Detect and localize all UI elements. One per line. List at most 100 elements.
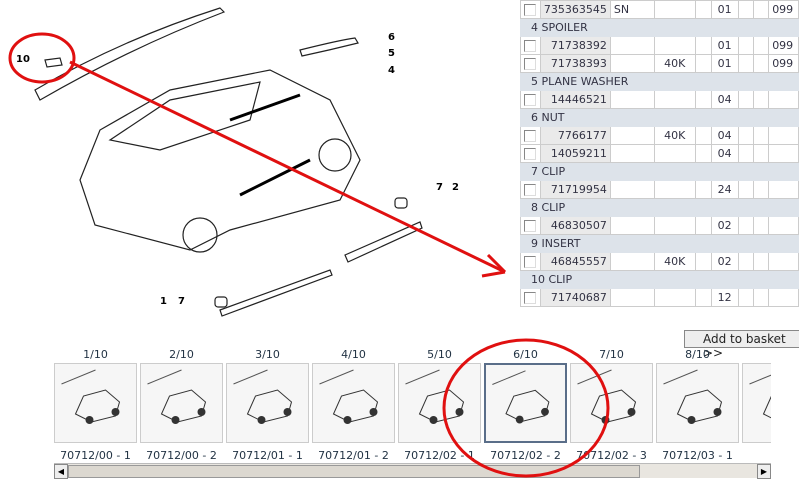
thumbnail-image[interactable] (742, 363, 771, 443)
thumbnail-image[interactable] (312, 363, 395, 443)
part-qty: 12 (710, 288, 739, 307)
empty-cell (694, 0, 712, 19)
part-number: 46845557 (539, 252, 611, 271)
part-checkbox[interactable] (524, 256, 537, 268)
part-checkbox[interactable] (524, 58, 537, 70)
thumbnail-index: 7/10 (599, 348, 624, 361)
select-checkbox-cell[interactable] (520, 36, 541, 55)
thumbnail-5[interactable]: 5/10 70712/02 - 1 (398, 348, 481, 460)
part-qty: 24 (710, 180, 739, 199)
select-checkbox-cell[interactable] (520, 252, 541, 271)
select-checkbox-cell[interactable] (520, 0, 541, 19)
part-qty: 04 (710, 90, 739, 109)
add-to-basket-button[interactable]: Add to basket >> (684, 330, 799, 360)
part-qty: 04 (710, 144, 739, 163)
part-checkbox[interactable] (524, 94, 537, 106)
empty-cell (737, 252, 755, 271)
part-variant (653, 36, 696, 55)
thumbnail-caption: 70712/03 - 1 (662, 449, 733, 460)
select-checkbox-cell[interactable] (520, 144, 541, 163)
select-checkbox-cell[interactable] (520, 288, 541, 307)
part-number: 14059211 (539, 144, 611, 163)
scrollbar-thumb[interactable] (68, 465, 640, 478)
scroll-right-arrow-icon[interactable]: ▶ (757, 464, 771, 479)
roof-rail (34, 7, 226, 101)
part-number: 71740687 (539, 288, 611, 307)
empty-cell (694, 144, 712, 163)
select-checkbox-cell[interactable] (520, 180, 541, 199)
part-note (609, 144, 655, 163)
thumbnail-caption: 70712/00 - 1 (60, 449, 131, 460)
part-qty: 01 (710, 36, 739, 55)
part-row: 46845557 40K 02 (520, 252, 799, 271)
select-checkbox-cell[interactable] (520, 54, 541, 73)
empty-cell (753, 36, 770, 55)
part-variant (653, 216, 696, 235)
part-checkbox[interactable] (524, 148, 537, 160)
callout-10: 10 (16, 54, 30, 65)
scroll-left-arrow-icon[interactable]: ◀ (54, 464, 68, 479)
select-checkbox-cell[interactable] (520, 90, 541, 109)
horizontal-scrollbar[interactable]: ◀ ▶ (54, 463, 771, 479)
part-variant: 40K (653, 126, 696, 145)
thumbnail-8[interactable]: 8/10 70712/03 - 1 (656, 348, 739, 460)
thumbnail-image[interactable] (656, 363, 739, 443)
thumbnail-2[interactable]: 2/10 70712/00 - 2 (140, 348, 223, 460)
part-number: 71738392 (539, 36, 611, 55)
part-code: 099 (768, 36, 799, 55)
empty-cell (694, 126, 712, 145)
group-label: 5 PLANE WASHER (520, 72, 799, 91)
part-checkbox[interactable] (524, 220, 537, 232)
part-qty: 01 (710, 0, 739, 19)
part-number: 46830507 (539, 216, 611, 235)
thumbnail-image[interactable] (226, 363, 309, 443)
thumbnail-image[interactable] (54, 363, 137, 443)
empty-cell (694, 252, 712, 271)
part-code: 099 (768, 0, 799, 19)
thumbnail-1[interactable]: 1/10 70712/00 - 1 (54, 348, 137, 460)
thumbnail-4[interactable]: 4/10 70712/01 - 2 (312, 348, 395, 460)
part-note (609, 288, 655, 307)
side-moulding (219, 269, 333, 317)
thumbnail-6[interactable]: 6/10 70712/02 - 2 (484, 348, 567, 460)
empty-cell (737, 90, 755, 109)
group-label: 10 CLIP (520, 270, 799, 289)
part-checkbox[interactable] (524, 130, 537, 142)
part-checkbox[interactable] (524, 184, 537, 196)
part-variant (653, 180, 696, 199)
part-checkbox[interactable] (524, 40, 537, 52)
empty-cell (737, 144, 755, 163)
thumbnail-9[interactable]: 707 (742, 348, 771, 460)
thumbnail-image[interactable] (398, 363, 481, 443)
thumbnail-image[interactable] (570, 363, 653, 443)
group-label: 6 NUT (520, 108, 799, 127)
group-header-row: 10 CLIP (520, 270, 799, 289)
thumbnail-index: 4/10 (341, 348, 366, 361)
empty-cell (753, 144, 770, 163)
part-variant (653, 144, 696, 163)
group-label: 4 SPOILER (520, 18, 799, 37)
empty-cell (737, 288, 755, 307)
car-body (79, 69, 361, 251)
part-qty: 01 (710, 54, 739, 73)
thumbnail-image[interactable] (140, 363, 223, 443)
select-checkbox-cell[interactable] (520, 126, 541, 145)
thumbnail-caption: 70712/02 - 1 (404, 449, 475, 460)
part-row: 14446521 04 (520, 90, 799, 109)
empty-cell (737, 216, 755, 235)
part-row: 46830507 02 (520, 216, 799, 235)
part-code (768, 144, 799, 163)
empty-cell (694, 180, 712, 199)
part-qty: 02 (710, 216, 739, 235)
part-checkbox[interactable] (524, 4, 537, 16)
thumbnail-7[interactable]: 7/10 70712/02 - 3 (570, 348, 653, 460)
callout-4: 4 (388, 65, 395, 76)
part-checkbox[interactable] (524, 292, 537, 304)
thumbnail-3[interactable]: 3/10 70712/01 - 1 (226, 348, 309, 460)
part-note (609, 180, 655, 199)
select-checkbox-cell[interactable] (520, 216, 541, 235)
empty-cell (753, 288, 770, 307)
empty-cell (753, 54, 770, 73)
thumbnail-image[interactable] (484, 363, 567, 443)
group-header-row: 7 CLIP (520, 162, 799, 181)
